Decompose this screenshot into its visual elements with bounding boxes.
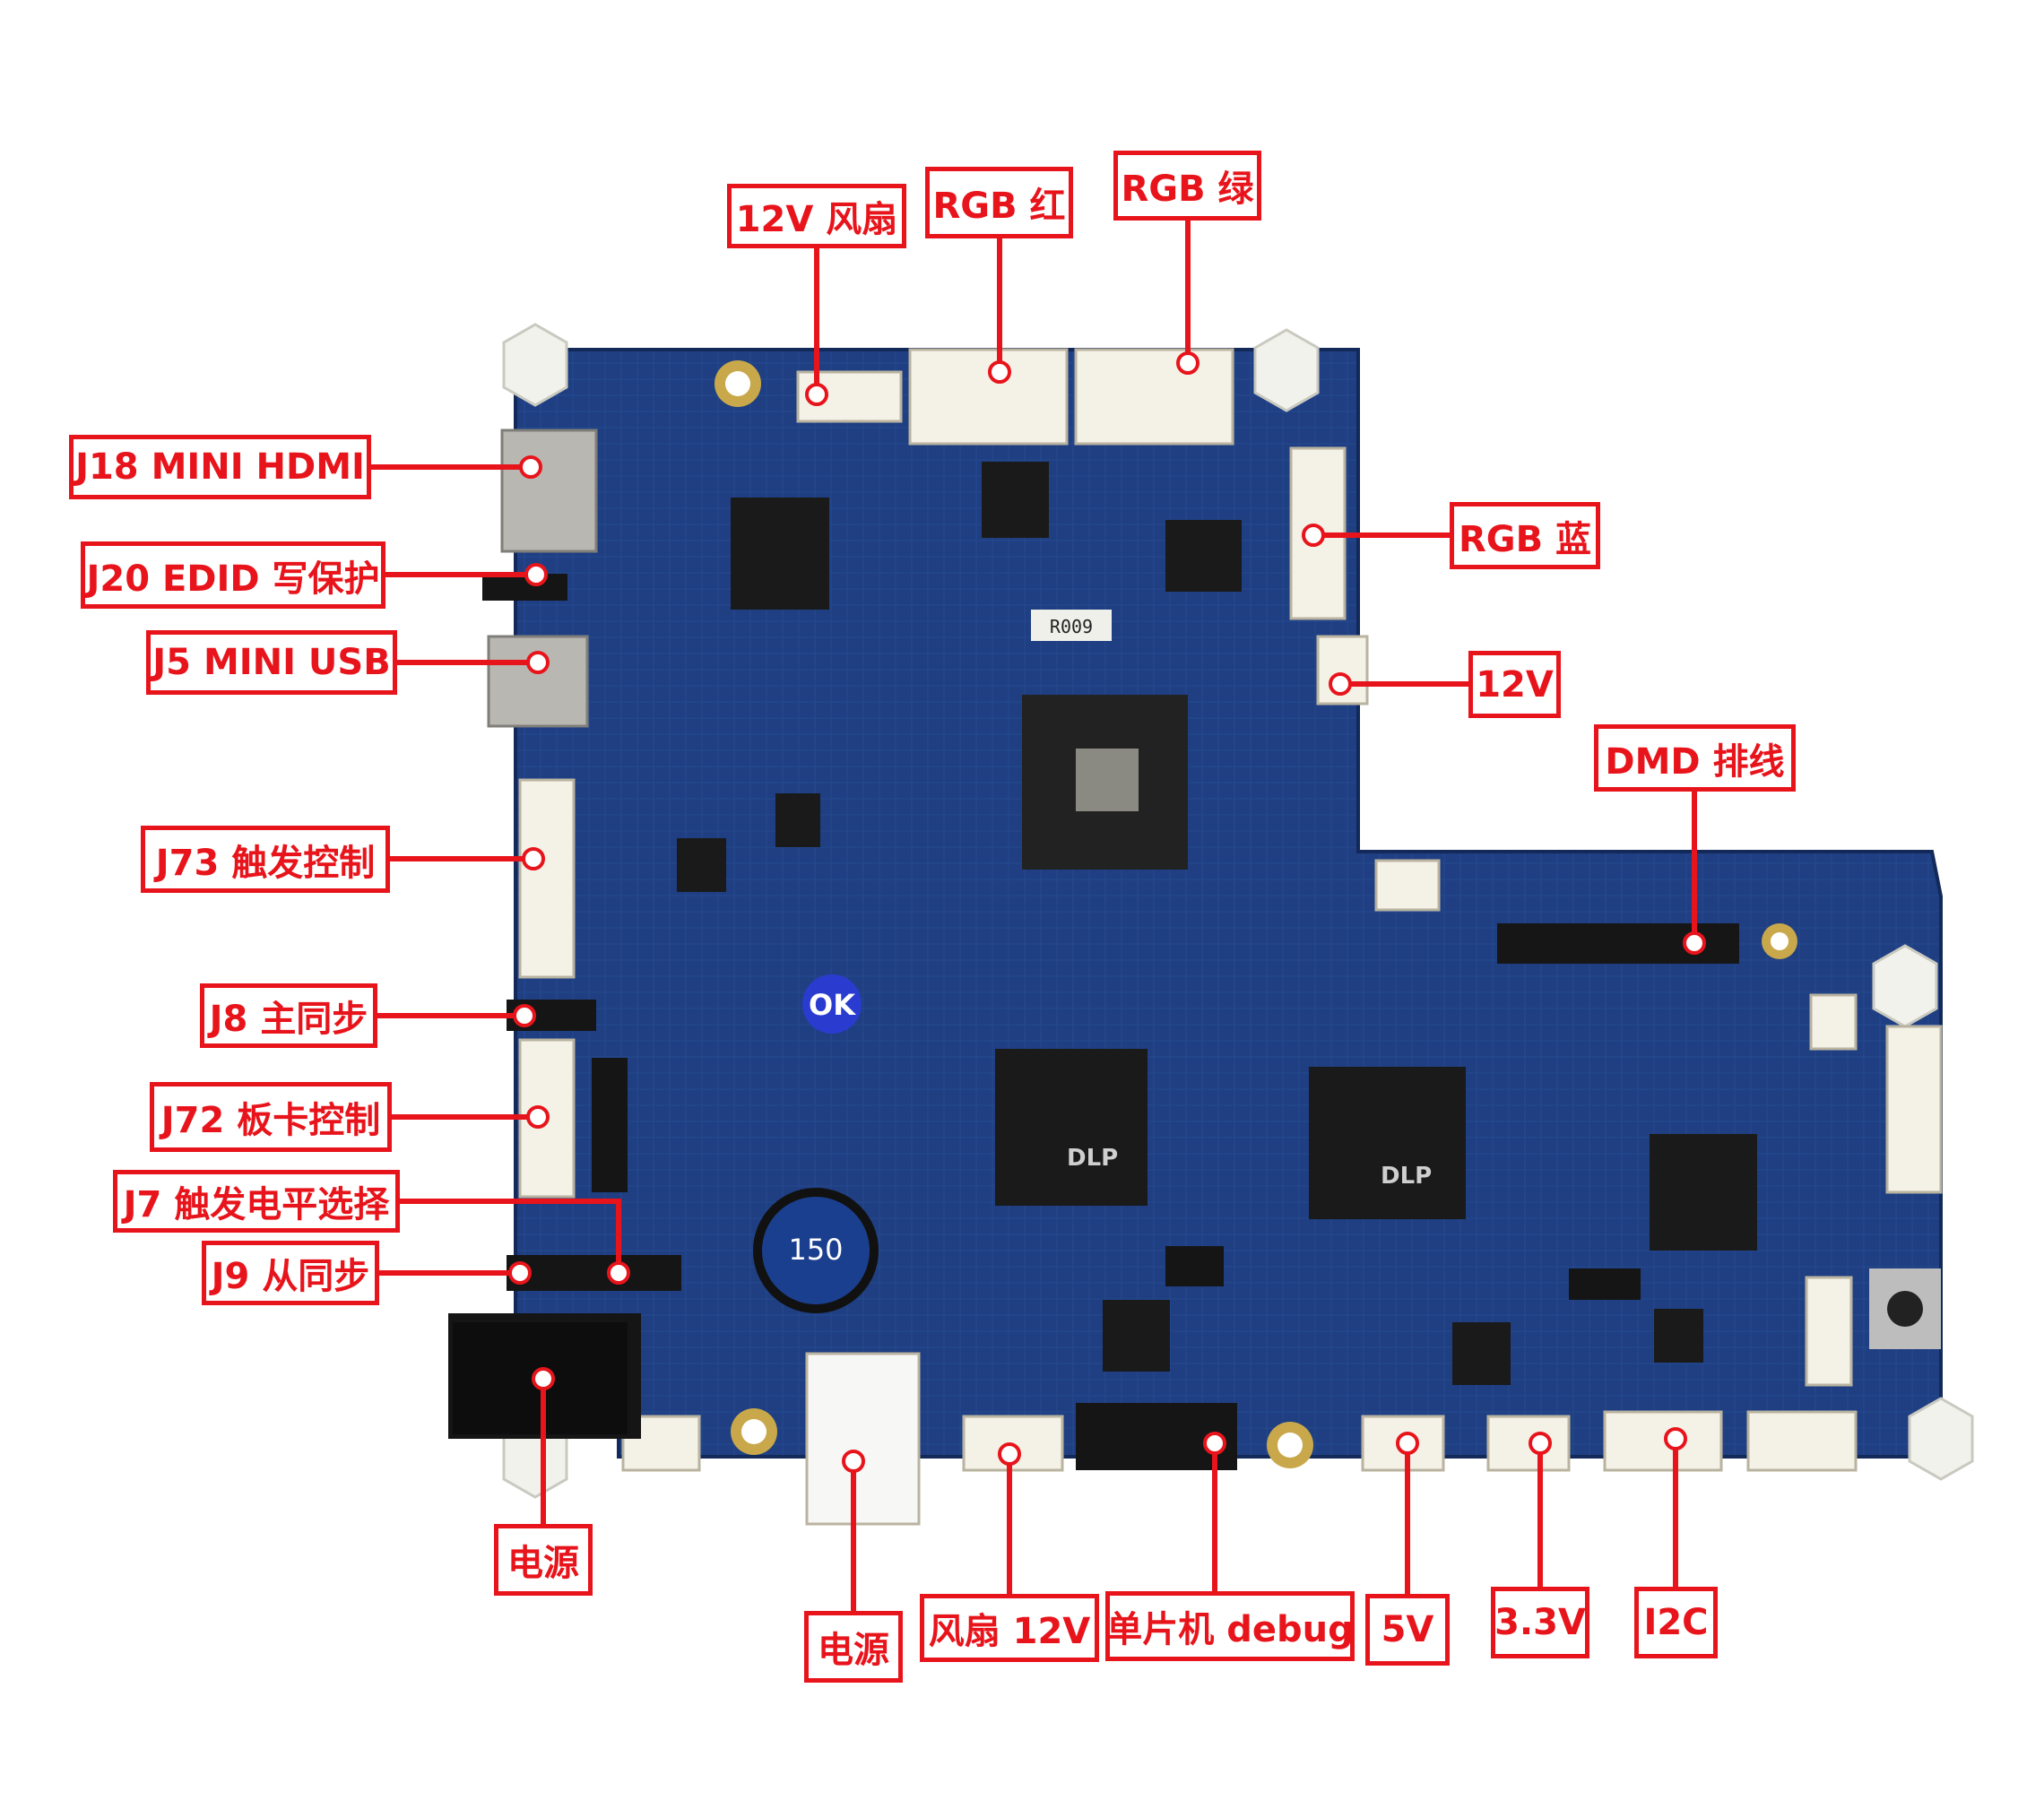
inductor [753,1188,879,1313]
callout-rgb-green: RGB 绿 [1113,151,1261,221]
callout-fan-12v-bottom: 风扇 12V [920,1594,1099,1662]
callout-power-molex: 电源 [804,1611,903,1683]
callout-j7-trigger-level: J7 触发电平选择 [113,1170,400,1233]
cpu-die [1076,749,1139,811]
callout-j20-edid: J20 EDID 写保护 [81,541,385,609]
resistor [1031,610,1112,641]
dlp-logo: DLP [1381,1163,1432,1190]
callout-j18-mini-hdmi: J18 MINI HDMI [69,435,371,499]
ics [677,462,1757,1385]
callout-mcu-debug: 单片机 debug [1105,1591,1355,1661]
callout-rail-5v: 5V [1365,1594,1450,1666]
ok-sticker [802,974,862,1034]
inductor-marking: 150 [788,1233,843,1267]
metal-connectors [487,429,598,728]
mounting-holes [715,360,1797,1468]
dlp-logo: DLP [1067,1145,1118,1172]
pcb-outline [514,348,1943,1459]
dc-jack [453,1322,628,1434]
callout-i2c: I2C [1634,1587,1718,1658]
callout-power-12v: 12V [1468,651,1561,718]
callout-dmd-cable: DMD 排线 [1594,724,1796,792]
callout-rail-3v3: 3.3V [1491,1587,1589,1658]
callout-rgb-blue: RGB 蓝 [1450,502,1600,569]
ok-sticker-text: OK [809,988,856,1022]
resistor-marking: R009 [1050,616,1093,637]
callout-j5-mini-usb: J5 MINI USB [146,630,397,695]
dmd-connector [1497,923,1739,964]
callout-j72-board-control: J72 板卡控制 [150,1082,392,1152]
callout-j9-slave-sync: J9 从同步 [202,1241,379,1305]
callout-power-dc-jack: 电源 [494,1524,593,1596]
callout-rgb-red: RGB 红 [925,167,1073,238]
callout-j73-trigger-control: J73 触发控制 [141,826,390,893]
callout-fan-12v-top: 12V 风扇 [727,184,906,248]
callout-j8-master-sync: J8 主同步 [200,983,377,1048]
